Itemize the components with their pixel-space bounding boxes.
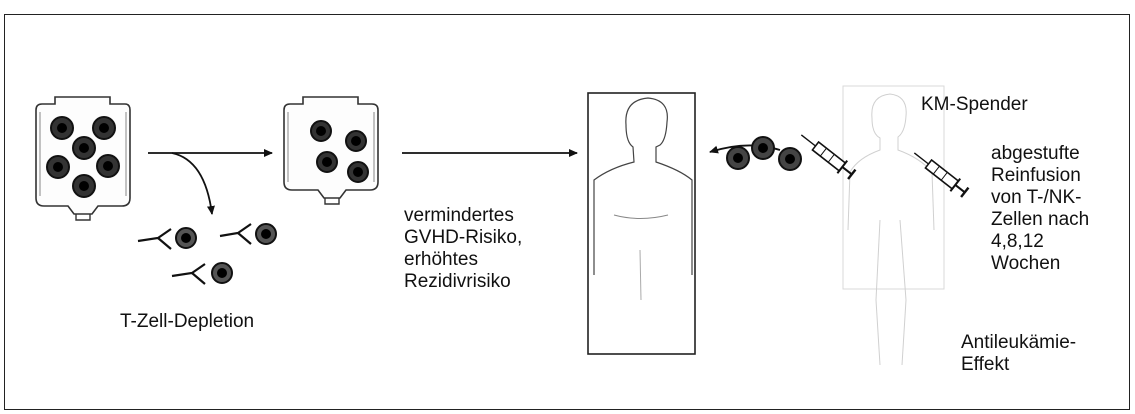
removed-t-cells [138, 224, 276, 284]
effect-label: Antileukämie- Effekt [961, 332, 1076, 376]
reinfusion-label: abgestufte Reinfusion von T-/NK- Zellen … [991, 143, 1089, 275]
risk-label: vermindertes GVHD-Risiko, erhöhtes Rezid… [404, 205, 522, 293]
syringe-left-icon [796, 129, 856, 181]
syringe-right-icon [909, 147, 969, 199]
donor-figure [843, 86, 944, 365]
donor-label: KM-Spender [921, 94, 1028, 116]
marrow-bag-2 [284, 97, 378, 204]
donor-cells [727, 137, 801, 170]
patient [588, 93, 695, 354]
marrow-bag-1 [36, 97, 130, 220]
depletion-label: T-Zell-Depletion [120, 311, 254, 333]
depletion-arrow [172, 153, 212, 214]
